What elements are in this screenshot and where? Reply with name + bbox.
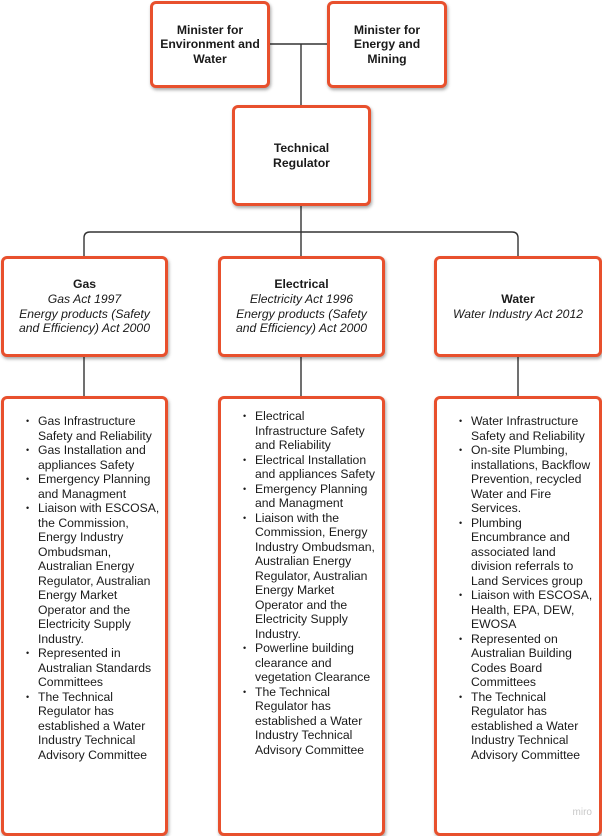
electrical-responsibilities-box: Electrical Infrastructure Safety and Rel… <box>218 396 385 836</box>
list-item: Emergency Planning and Managment <box>221 482 382 511</box>
list-item: Liaison with ESCOSA, Health, EPA, DEW, E… <box>437 588 599 632</box>
electrical-responsibilities-list: Electrical Infrastructure Safety and Rel… <box>221 409 382 757</box>
minister-environment-label: Minister for Environment and Water <box>160 22 260 66</box>
list-item: Water Infrastructure Safety and Reliabil… <box>437 414 599 443</box>
water-title: Water <box>501 291 535 306</box>
water-act-1: Water Industry Act 2012 <box>452 306 584 321</box>
technical-regulator-box: Technical Regulator <box>232 105 371 206</box>
minister-environment-box: Minister for Environment and Water <box>150 1 270 88</box>
list-item: Liaison with the Commission, Energy Indu… <box>221 511 382 642</box>
gas-responsibilities-list: Gas Infrastructure Safety and Reliabilit… <box>4 414 165 762</box>
list-item: Powerline building clearance and vegetat… <box>221 641 382 685</box>
list-item: Represented on Australian Building Codes… <box>437 632 599 690</box>
list-item: The Technical Regulator has established … <box>221 685 382 758</box>
water-responsibilities-list: Water Infrastructure Safety and Reliabil… <box>437 414 599 762</box>
list-item: Gas Installation and appliances Safety <box>4 443 165 472</box>
gas-responsibilities-box: Gas Infrastructure Safety and Reliabilit… <box>1 396 168 836</box>
electrical-header-box: Electrical Electricity Act 1996 Energy p… <box>218 256 385 357</box>
gas-act-2: Energy products (Safety and Efficiency) … <box>19 306 150 336</box>
gas-act-1: Gas Act 1997 <box>47 291 122 306</box>
technical-regulator-label: Technical Regulator <box>273 140 330 170</box>
electrical-act-2: Energy products (Safety and Efficiency) … <box>236 306 367 336</box>
gas-header-box: Gas Gas Act 1997 Energy products (Safety… <box>1 256 168 357</box>
minister-energy-box: Minister for Energy and Mining <box>327 1 447 88</box>
list-item: Electrical Infrastructure Safety and Rel… <box>221 409 382 453</box>
list-item: Gas Infrastructure Safety and Reliabilit… <box>4 414 165 443</box>
water-header-box: Water Water Industry Act 2012 <box>434 256 602 357</box>
list-item: Electrical Installation and appliances S… <box>221 453 382 482</box>
water-responsibilities-box: Water Infrastructure Safety and Reliabil… <box>434 396 602 836</box>
minister-energy-label: Minister for Energy and Mining <box>353 22 421 66</box>
miro-watermark: miro <box>572 807 592 818</box>
list-item: Liaison with ESCOSA, the Commission, Ene… <box>4 501 165 646</box>
list-item: Represented in Australian Standards Comm… <box>4 646 165 690</box>
list-item: Plumbing Encumbrance and associated land… <box>437 516 599 589</box>
list-item: Emergency Planning and Managment <box>4 472 165 501</box>
list-item: The Technical Regulator has established … <box>4 690 165 763</box>
list-item: On-site Plumbing, installations, Backflo… <box>437 443 599 516</box>
list-item: The Technical Regulator has established … <box>437 690 599 763</box>
gas-title: Gas <box>72 277 97 292</box>
electrical-act-1: Electricity Act 1996 <box>249 291 354 306</box>
electrical-title: Electrical <box>274 277 329 292</box>
